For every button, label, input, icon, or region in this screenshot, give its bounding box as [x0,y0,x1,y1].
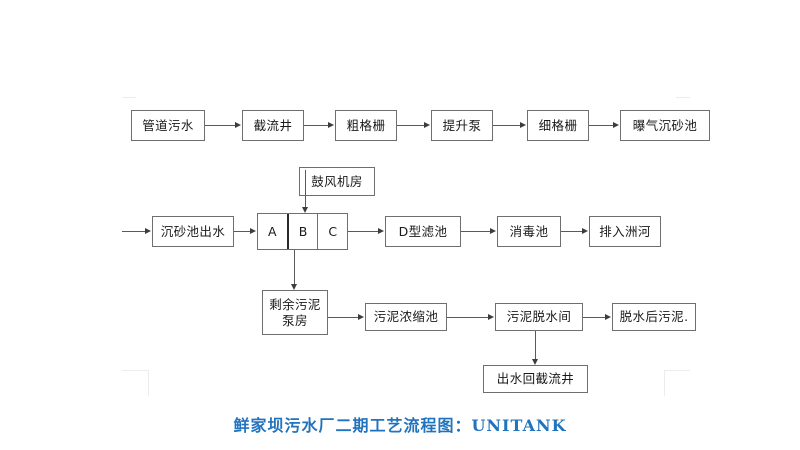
unitank-cell-a[interactable]: A [268,224,277,239]
edge-coarse-screen-to-lift-pump [397,125,424,126]
arrowhead-to-effluent-return [532,359,538,365]
unitank-cell-c[interactable]: C [317,214,347,249]
arrowhead-blower-to-unitank [302,207,308,213]
arrowhead-to-dewatered-sludge [605,314,611,320]
node-blower-room[interactable]: 鼓风机房 [299,167,375,196]
edge-d-filter-to-disinfection [461,231,490,232]
node-effluent-back-to-intercepting-well[interactable]: 出水回截流井 [483,365,588,393]
node-disinfection-tank[interactable]: 消毒池 [497,216,561,247]
arrowhead-to-coarse-screen [328,122,334,128]
node-discharge-to-river[interactable]: 排入洲河 [589,216,661,247]
arrowhead-to-sludge-pump-house [291,284,297,290]
node-fine-screen[interactable]: 细格栅 [527,110,589,141]
edge-dewatering-to-effluent-return [535,331,536,359]
node-dewatered-sludge[interactable]: 脱水后污泥. [612,303,696,331]
arrowhead-to-lift-pump [424,122,430,128]
node-intercepting-well[interactable]: 截流井 [242,110,304,141]
node-aerated-grit-chamber[interactable]: 曝气沉砂池 [620,110,710,141]
arrowhead-to-unitank [250,228,256,234]
edge-fine-screen-to-aerated-grit-chamber [589,125,613,126]
node-d-type-filter[interactable]: D型滤池 [385,216,461,247]
node-sludge-thickening-tank[interactable]: 污泥浓缩池 [365,303,447,331]
arrowhead-to-d-filter [378,228,384,234]
edge-inflow-to-grit-effluent [122,231,145,232]
arrowhead-to-dewatering [488,314,494,320]
arrowhead-to-grit-effluent [145,228,151,234]
unitank-reactor[interactable]: A B C [257,213,348,250]
arrowhead-to-fine-screen [520,122,526,128]
edge-pipe-sewage-to-intercepting-well [205,125,235,126]
node-grit-chamber-effluent[interactable]: 沉砂池出水 [152,216,234,247]
node-lift-pump[interactable]: 提升泵 [431,110,493,141]
page-guide-upper-band [122,97,136,98]
node-excess-sludge-pump-house[interactable]: 剩余污泥 泵房 [262,290,328,335]
edge-thickener-to-dewatering [447,317,488,318]
edge-unitank-to-d-filter [348,231,378,232]
unitank-cell-b[interactable]: B [286,214,318,249]
node-sludge-dewatering-room[interactable]: 污泥脱水间 [495,303,583,331]
node-coarse-screen[interactable]: 粗格栅 [335,110,397,141]
edge-grit-effluent-to-unitank [234,231,250,232]
node-pipe-sewage[interactable]: 管道污水 [131,110,205,141]
edge-lift-pump-to-fine-screen [493,125,520,126]
diagram-caption: 鲜家坝污水厂二期工艺流程图：UNITANK [233,416,567,435]
arrowhead-to-thickener [358,314,364,320]
arrowhead-to-disinfection [490,228,496,234]
edge-disinfection-to-discharge [561,231,582,232]
arrowhead-to-discharge [582,228,588,234]
page-guide-top-right-horizontal [664,370,690,371]
edge-blower-room-to-unitank [305,170,306,207]
edge-intercepting-well-to-coarse-screen [304,125,328,126]
arrowhead-to-intercepting-well [235,122,241,128]
edge-sludge-pump-house-to-thickener [328,317,358,318]
page-guide-upper-band-right [676,97,690,98]
page-guide-top-left-horizontal [122,370,148,371]
page-guide-left-vertical [148,370,149,396]
edge-dewatering-to-dewatered-sludge [583,317,605,318]
edge-unitank-to-sludge-pump-house [294,250,295,284]
page-guide-right-vertical [664,370,665,396]
arrowhead-to-aerated-grit-chamber [613,122,619,128]
